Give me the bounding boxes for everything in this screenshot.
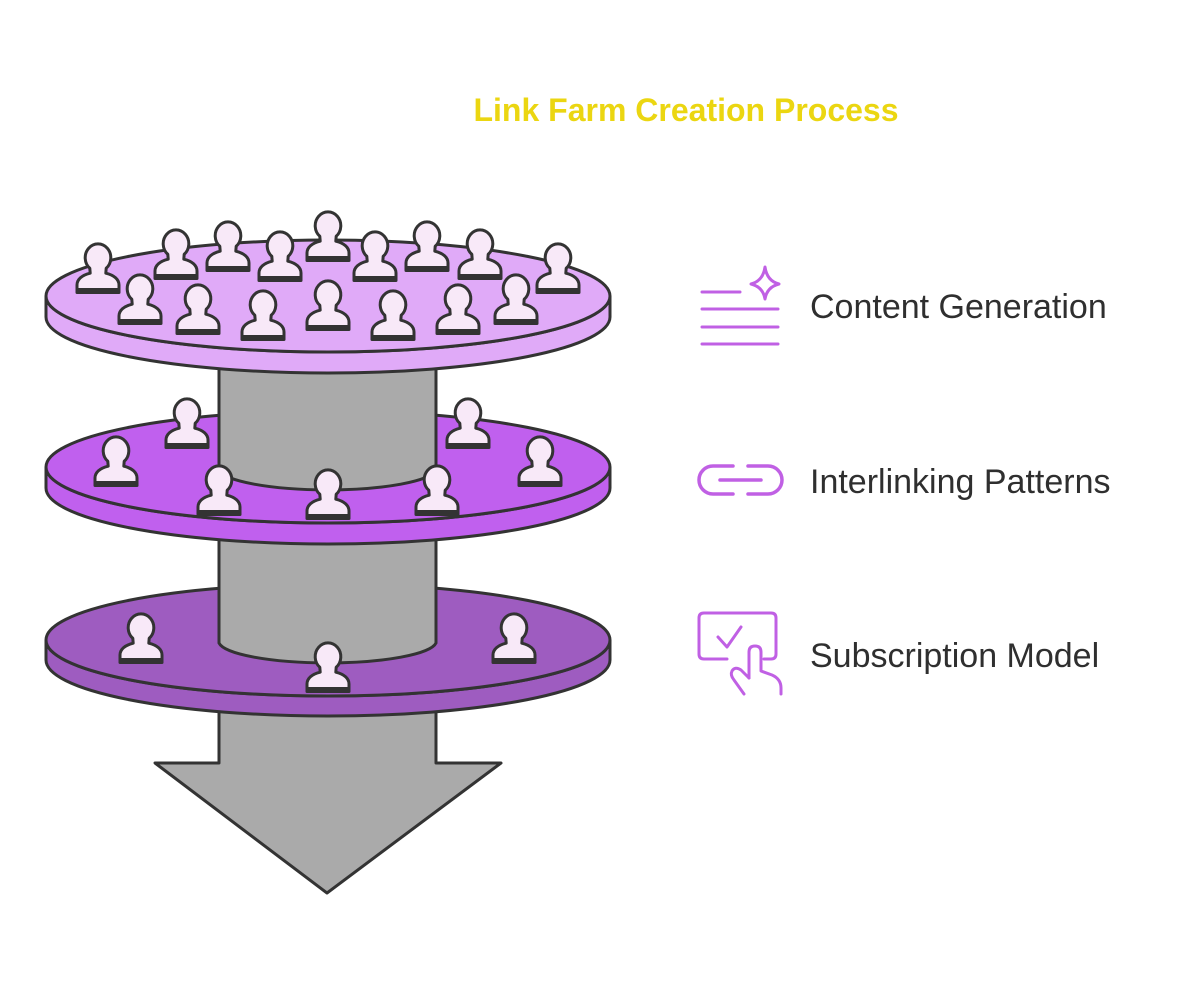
diagram-title: Link Farm Creation Process <box>473 92 898 128</box>
legend: Content Generation Interlinking Patterns… <box>697 265 1111 696</box>
legend-item-interlinking-patterns: Interlinking Patterns <box>697 463 1111 501</box>
checkbox-tap-icon <box>697 611 783 696</box>
person-icon <box>305 210 351 262</box>
sparkle-text-icon <box>700 265 781 346</box>
legend-label: Interlinking Patterns <box>810 463 1111 501</box>
downward-arrow <box>153 706 503 895</box>
legend-item-content-generation: Content Generation <box>700 265 1107 346</box>
legend-item-subscription-model: Subscription Model <box>697 611 1099 696</box>
legend-label: Subscription Model <box>810 637 1099 675</box>
legend-label: Content Generation <box>810 288 1107 326</box>
chain-link-icon <box>697 464 784 496</box>
